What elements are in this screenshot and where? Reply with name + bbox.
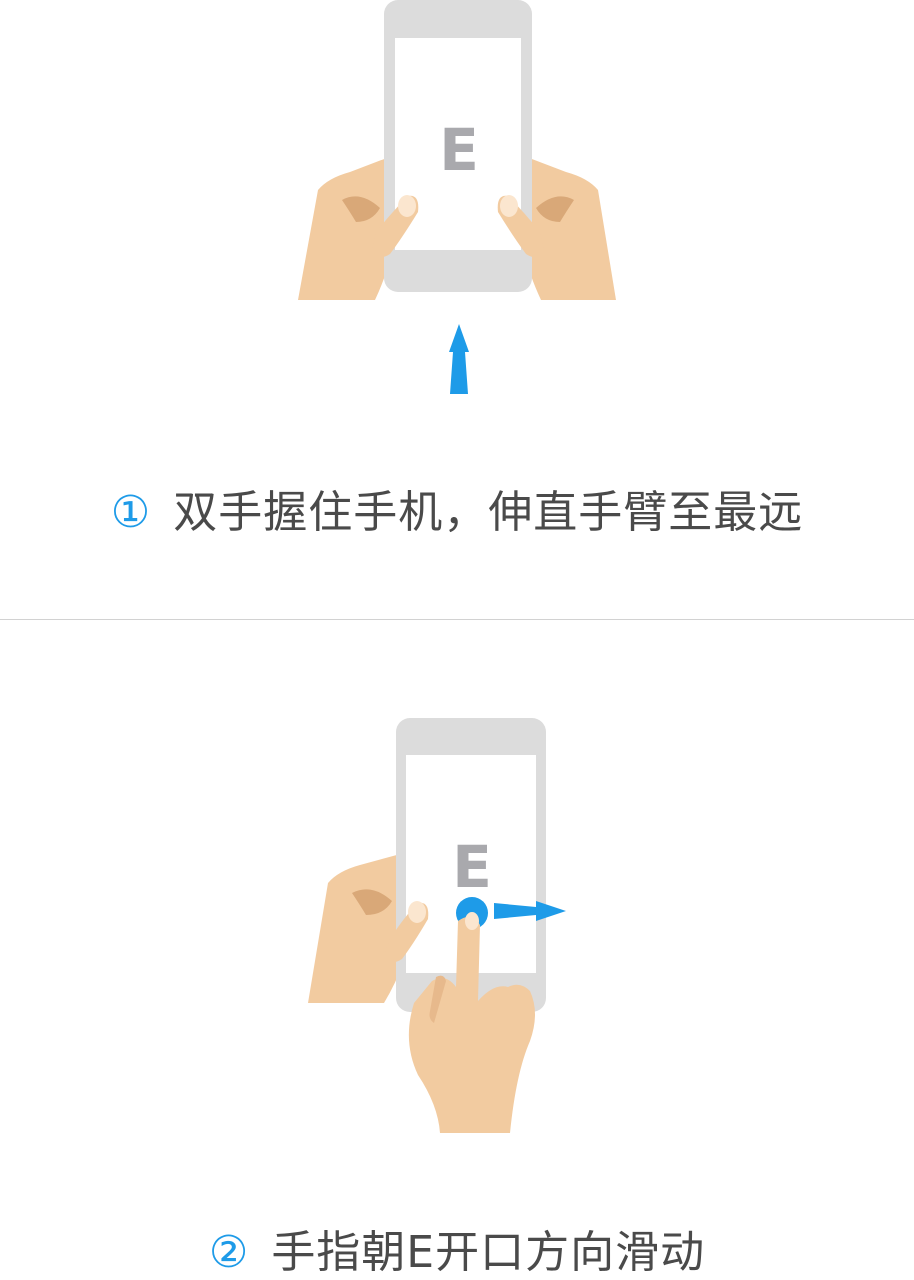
divider bbox=[0, 619, 914, 620]
pointing-hand bbox=[408, 912, 535, 1133]
holding-hand bbox=[308, 853, 404, 1003]
arrow-up-icon bbox=[449, 324, 469, 394]
eye-chart-letter: E bbox=[439, 116, 479, 184]
arrow-right-icon bbox=[494, 901, 566, 921]
step-1: E ① 双手握住手机，伸直手臂至最远 bbox=[0, 0, 914, 620]
left-thumb bbox=[372, 195, 419, 258]
step-2-text: 手指朝E开口方向滑动 bbox=[271, 1227, 706, 1278]
step-2-number: ② bbox=[208, 1227, 250, 1278]
step-2-illustration: E bbox=[308, 718, 566, 1133]
step-1-text: 双手握住手机，伸直手臂至最远 bbox=[173, 487, 804, 538]
step-2-caption: ② 手指朝E开口方向滑动 bbox=[0, 1216, 914, 1280]
eye-chart-letter: E bbox=[452, 833, 492, 901]
step-2: E ② 手指朝E开口方向滑动 bbox=[0, 621, 914, 1278]
left-hand bbox=[298, 156, 392, 300]
step-1-number: ① bbox=[110, 487, 152, 538]
right-hand bbox=[524, 156, 616, 300]
holding-thumb bbox=[384, 901, 429, 963]
step-1-caption: ① 双手握住手机，伸直手臂至最远 bbox=[0, 476, 914, 540]
right-thumb bbox=[497, 195, 544, 258]
phone: E bbox=[384, 0, 532, 292]
step-1-illustration: E bbox=[298, 0, 616, 394]
